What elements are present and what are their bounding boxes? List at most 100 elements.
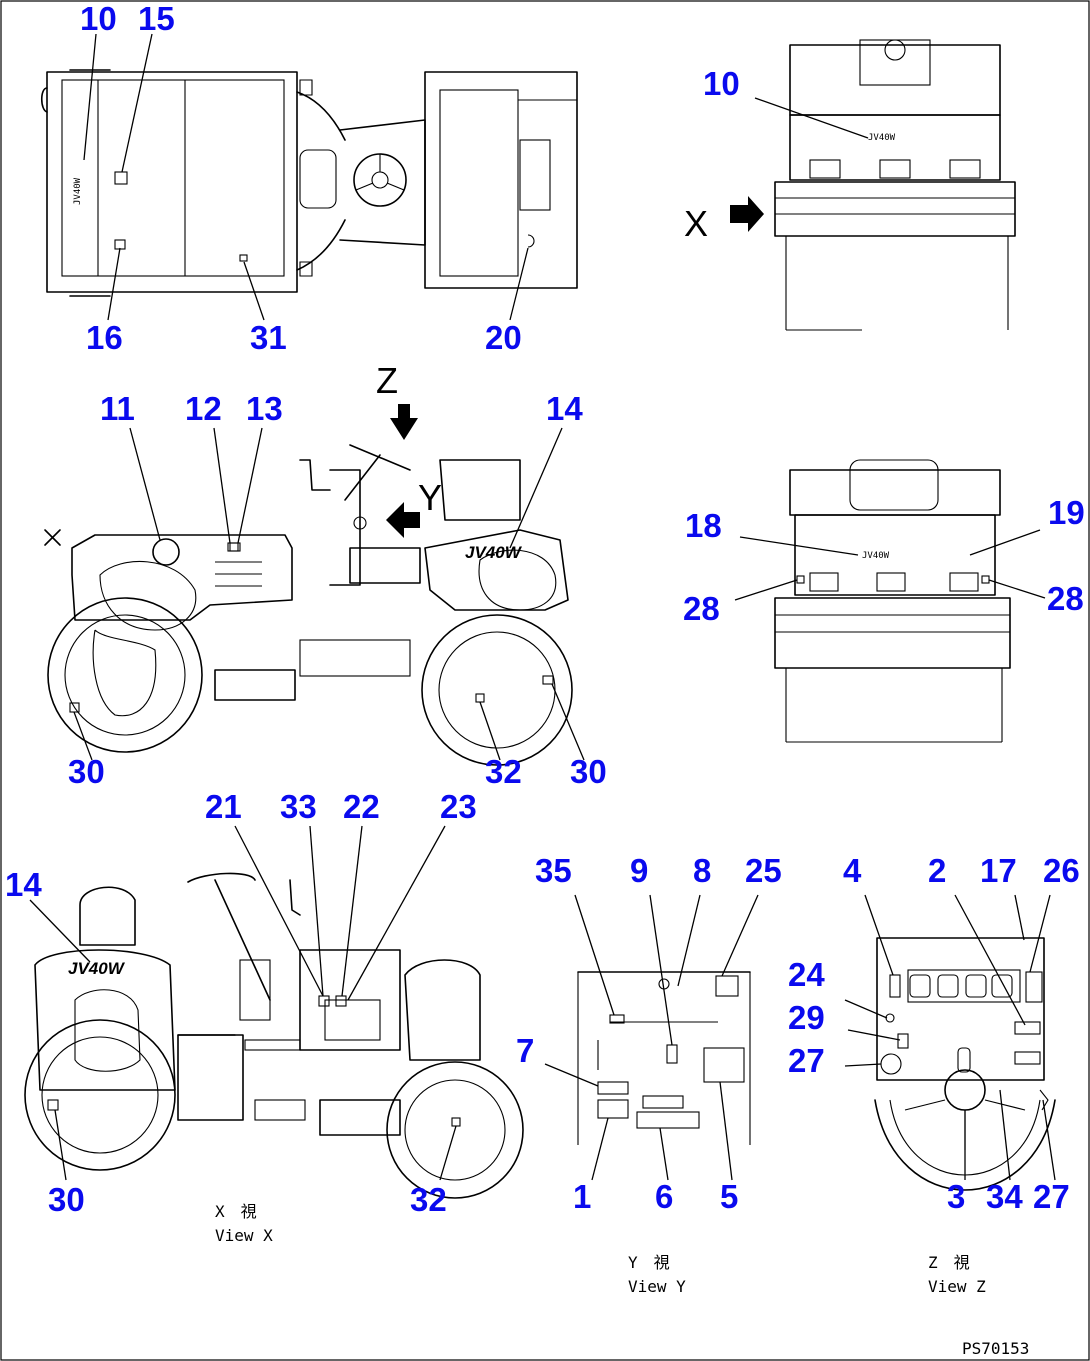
callout-4: 4 [843,852,862,889]
callout-21: 21 [205,788,242,825]
view-z-panel [874,937,1056,1191]
callout-2: 2 [928,852,946,889]
decal-27-left-marker [880,1053,902,1075]
view-x-arrow [730,196,764,232]
decal-28-right-marker [981,575,990,584]
view-z-letter: Z [376,360,398,401]
decal-28-left-marker [796,575,805,584]
front-view-leader [754,97,869,139]
callout-29: 29 [788,999,825,1036]
decal-5-marker [703,1047,745,1083]
callout-31: 31 [250,319,287,356]
callout-5: 5 [720,1178,738,1215]
callout-30-left: 30 [68,753,105,790]
callout-10: 10 [80,0,117,37]
callout-9: 9 [630,852,648,889]
callout-33: 33 [280,788,317,825]
view-x-machine: JV40W [24,872,524,1199]
view-x-leaders [29,825,457,1181]
decal-32-x-marker [451,1117,461,1127]
callout-16: 16 [86,319,123,356]
callout-27-left: 27 [788,1042,825,1079]
callout-28-right: 28 [1047,580,1084,617]
callout-11: 11 [100,390,135,427]
callout-22: 22 [343,788,380,825]
side-view-machine: JV40W [44,444,573,766]
front-view-machine: JV40W [774,39,1016,331]
callout-25: 25 [745,852,782,889]
side-view-leaders [73,427,585,761]
decal-4-marker [889,974,901,998]
callout-19: 19 [1048,494,1085,531]
callout-7: 7 [516,1032,534,1069]
callout-20: 20 [485,319,522,356]
decal-33-marker [318,995,330,1007]
callout-24: 24 [788,956,825,993]
decal-15-marker [114,171,128,185]
callout-30-right: 30 [570,753,607,790]
top-view-leaders [83,33,529,321]
rear-view-machine: JV40W [774,459,1011,743]
view-y-letter: Y [418,477,442,518]
callout-27-right: 27 [1033,1178,1070,1215]
callout-34: 34 [986,1178,1023,1215]
view-x-caption-en: View X [215,1226,273,1245]
callout-32-x: 32 [410,1181,447,1218]
decal-26-marker [1025,971,1043,1003]
decal-30b-marker [542,675,554,685]
view-z-caption-en: View Z [928,1277,986,1296]
view-z-leaders [844,894,1056,1181]
decal-25-marker [715,975,739,997]
callout-32-side: 32 [485,753,522,790]
side-brand-small: JV40W [73,177,83,205]
decal-22-marker [335,995,347,1007]
decal-29-marker [897,1033,909,1049]
callout-26: 26 [1043,852,1080,889]
decal-7-marker [597,1081,629,1095]
callout-14-x: 14 [5,866,42,903]
view-y-caption-jp: Y 視 [628,1253,670,1272]
side-brand: JV40W [465,543,523,562]
decal-31-marker [239,254,248,262]
callout-18: 18 [685,507,722,544]
view-y-caption-en: View Y [628,1277,686,1296]
decal-6-marker [636,1111,700,1129]
top-view-machine: JV40W [40,69,578,297]
callout-1: 1 [573,1178,591,1215]
callout-12: 12 [185,390,222,427]
callout-6: 6 [655,1178,673,1215]
decal-2-marker [1014,1021,1041,1035]
decal-20-marker [527,234,535,248]
decal-32-marker [475,693,485,703]
view-x-caption-jp: X 視 [215,1202,257,1221]
rear-brand: JV40W [862,551,890,561]
rear-view-leaders [734,529,1046,601]
decal-16-marker [114,239,126,250]
callout-15: 15 [138,0,175,37]
callout-28-left: 28 [683,590,720,627]
view-z-arrow [390,404,418,440]
decal-11-marker [152,538,180,566]
callout-10-front: 10 [703,65,740,102]
decal-35-marker [609,1014,625,1024]
decal-24-marker [885,1013,895,1023]
view-z-caption-jp: Z 視 [928,1253,970,1272]
callout-30-x: 30 [48,1181,85,1218]
view-y-leaders [544,894,759,1181]
drawing-code: PS70153 [962,1339,1029,1358]
callout-8: 8 [693,852,711,889]
view-x-letter: X [684,203,708,244]
callout-35: 35 [535,852,572,889]
front-brand: JV40W [868,133,896,143]
decal-1-marker [597,1099,629,1119]
callout-3: 3 [947,1178,965,1215]
decal-30-x-marker [47,1099,59,1111]
callout-17: 17 [980,852,1017,889]
view-x-brand: JV40W [68,959,126,978]
callout-13: 13 [246,390,283,427]
decal-9-marker [666,1044,678,1064]
decal-13-marker [229,542,241,552]
callout-14-side: 14 [546,390,583,427]
